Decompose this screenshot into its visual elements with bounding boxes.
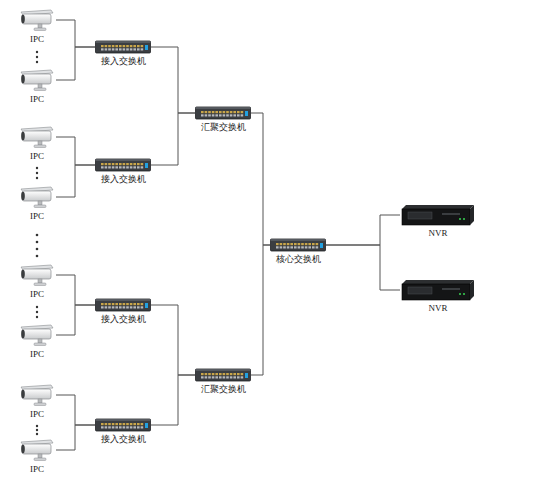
switch-node: 接入交换机 <box>95 298 151 312</box>
node-label: 接入交换机 <box>101 314 146 325</box>
node-label: 接入交换机 <box>101 56 146 67</box>
network-link <box>151 113 195 165</box>
node-label: IPC <box>30 211 44 222</box>
switch-icon <box>95 40 151 54</box>
network-link <box>251 245 270 375</box>
camera-icon <box>18 438 56 462</box>
camera-node: IPC <box>18 383 56 407</box>
node-label: 接入交换机 <box>101 434 146 445</box>
network-link <box>56 425 95 450</box>
switch-node: 汇聚交换机 <box>195 106 251 120</box>
node-label: IPC <box>30 34 44 45</box>
camera-icon <box>18 383 56 407</box>
switch-node: 核心交换机 <box>270 238 326 252</box>
network-link <box>151 305 195 375</box>
camera-icon <box>18 125 56 149</box>
camera-node: IPC <box>18 323 56 347</box>
camera-node: IPC <box>18 185 56 209</box>
node-label: 核心交换机 <box>276 254 321 265</box>
camera-icon <box>18 68 56 92</box>
nvr-node: NVR <box>400 279 476 301</box>
nvr-node: NVR <box>400 204 476 226</box>
camera-node: IPC <box>18 263 56 287</box>
switch-icon <box>95 298 151 312</box>
switch-node: 接入交换机 <box>95 40 151 54</box>
switch-icon <box>195 368 251 382</box>
network-link <box>56 20 95 47</box>
node-label: 汇聚交换机 <box>201 384 246 395</box>
camera-icon <box>18 263 56 287</box>
node-label: IPC <box>30 151 44 162</box>
network-link <box>326 245 400 290</box>
switch-icon <box>95 418 151 432</box>
network-link <box>56 275 95 305</box>
camera-node: IPC <box>18 438 56 462</box>
network-link <box>151 47 195 113</box>
camera-icon <box>18 8 56 32</box>
camera-icon <box>18 185 56 209</box>
network-link <box>251 113 270 245</box>
node-label: NVR <box>428 228 447 239</box>
switch-node: 接入交换机 <box>95 418 151 432</box>
nvr-icon <box>400 279 476 301</box>
node-label: NVR <box>428 303 447 314</box>
node-label: 接入交换机 <box>101 174 146 185</box>
network-link <box>56 165 95 197</box>
node-label: IPC <box>30 409 44 420</box>
network-link <box>151 375 195 425</box>
switch-icon <box>195 106 251 120</box>
node-label: IPC <box>30 289 44 300</box>
nvr-icon <box>400 204 476 226</box>
network-link <box>56 47 95 80</box>
network-link <box>326 215 400 245</box>
network-link <box>56 137 95 165</box>
node-label: IPC <box>30 349 44 360</box>
node-label: IPC <box>30 464 44 475</box>
camera-node: IPC <box>18 68 56 92</box>
switch-icon <box>95 158 151 172</box>
node-label: IPC <box>30 94 44 105</box>
network-link <box>56 305 95 335</box>
switch-node: 汇聚交换机 <box>195 368 251 382</box>
camera-node: IPC <box>18 8 56 32</box>
node-label: 汇聚交换机 <box>201 122 246 133</box>
camera-node: IPC <box>18 125 56 149</box>
switch-icon <box>270 238 326 252</box>
switch-node: 接入交换机 <box>95 158 151 172</box>
network-link <box>56 395 95 425</box>
camera-icon <box>18 323 56 347</box>
